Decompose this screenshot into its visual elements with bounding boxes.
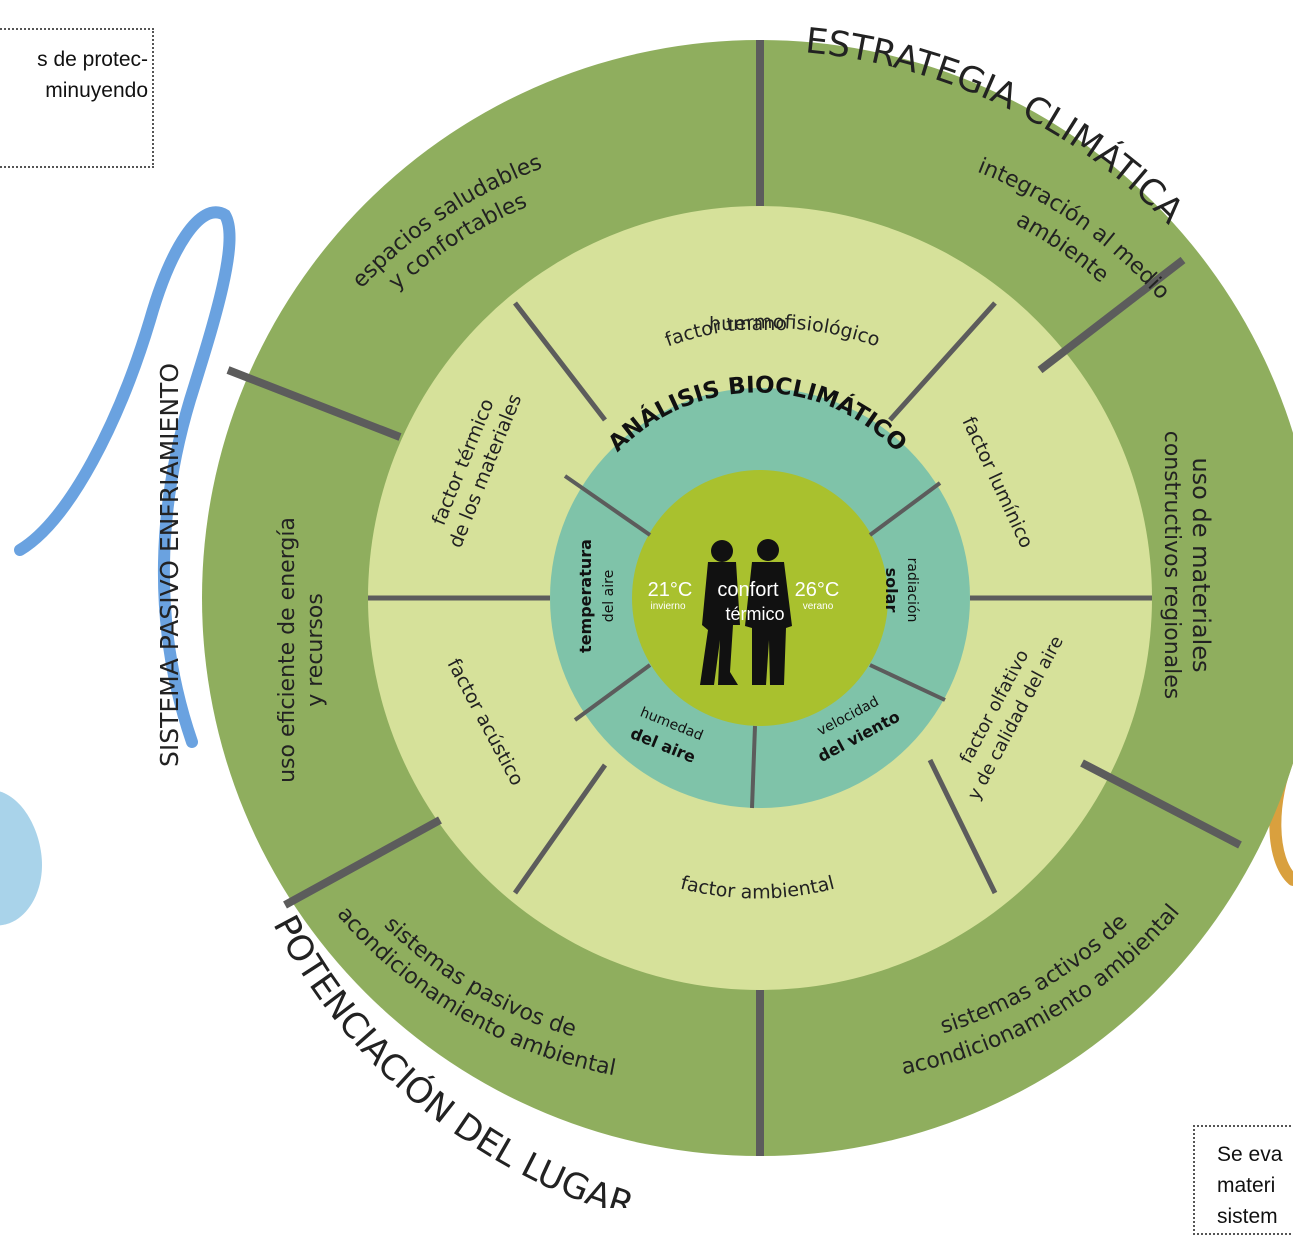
note-line: sistem <box>1217 1205 1278 1228</box>
outer-title-sistema-pasivo: SISTEMA PASIVO ENFRIAMIENTO <box>155 363 184 767</box>
summer-label: verano <box>803 601 834 612</box>
strategy-segment-line2: y recursos <box>303 593 328 707</box>
analysis-segment-line1: temperatura <box>576 539 595 653</box>
strategy-segment-materiales: uso de materiales constructivos regional… <box>1159 431 1215 700</box>
analysis-segment-line1: radiación <box>904 558 920 623</box>
light-blue-blob-shape <box>0 791 42 926</box>
analysis-dividers <box>563 474 946 809</box>
note-line: materi <box>1217 1174 1276 1197</box>
strategy-segment-line2: constructivos regionales <box>1159 431 1184 700</box>
people-silhouette-icon <box>700 539 792 685</box>
winter-temp: 21°C <box>648 579 693 601</box>
analysis-segment-temperatura: temperatura del aire <box>576 539 617 653</box>
center-label-line1: confort <box>717 579 779 601</box>
note-line: s de protec- <box>37 48 148 71</box>
bioclimatic-diagram: 21°C invierno confort térmico 26°C veran… <box>0 21 1293 1208</box>
winter-label: invierno <box>650 601 685 612</box>
note-line: minuyendo <box>45 79 148 102</box>
note-bottom-right: Se eva materi sistem gunos las cor <box>1193 1125 1293 1235</box>
factor-dividers <box>368 301 1152 895</box>
strategy-segment-line1: uso eficiente de energía <box>275 517 300 783</box>
analysis-segment-line2: del aire <box>601 570 617 622</box>
analysis-segment-radiacion: radiación solar <box>882 558 920 623</box>
factor-segment-termofisiologico-line2: humano <box>709 313 787 335</box>
summer-temp: 26°C <box>795 579 840 601</box>
strategy-dividers <box>226 40 1242 1156</box>
strategy-segment-line1: uso de materiales <box>1187 457 1215 672</box>
analysis-segment-line2: solar <box>882 568 901 613</box>
note-top-left: s de protec- minuyendo <box>0 28 154 168</box>
strategy-segment-energia: uso eficiente de energía y recursos <box>275 517 328 783</box>
note-line: Se eva <box>1217 1143 1283 1166</box>
center-label-line2: térmico <box>725 604 784 624</box>
blue-swoosh-shape <box>14 206 236 748</box>
